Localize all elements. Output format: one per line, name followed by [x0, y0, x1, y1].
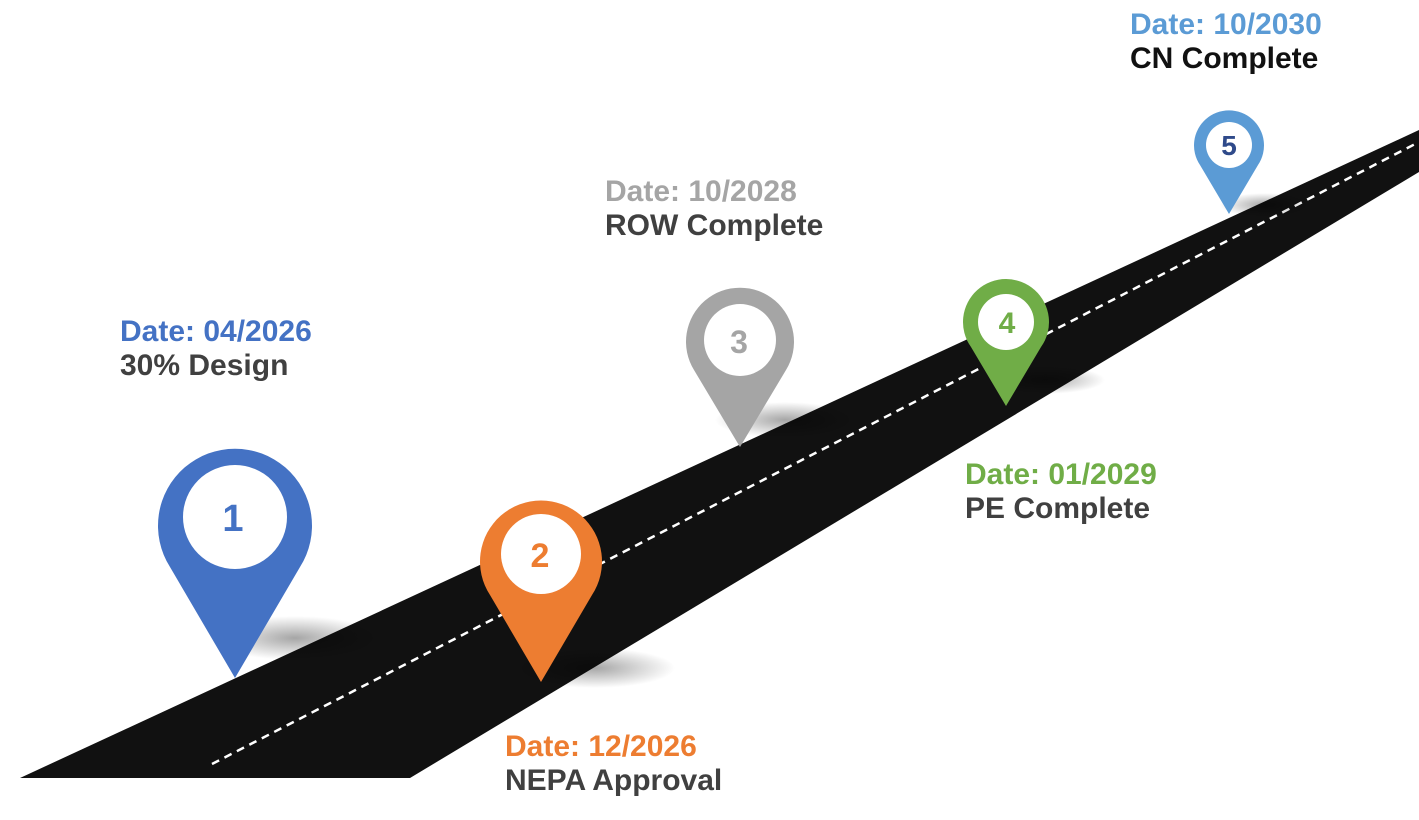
milestone-pin-5: 5: [1193, 110, 1264, 214]
milestone-label-3: Date: 10/2028 ROW Complete: [605, 175, 823, 243]
milestone-name: PE Complete: [965, 492, 1151, 525]
pin-number: 3: [730, 324, 748, 360]
milestone-date: Date: 10/2028: [605, 175, 797, 208]
milestone-date: Date: 12/2026: [505, 730, 697, 763]
pin-number: 5: [1221, 130, 1237, 161]
pin-inner-circle: [978, 294, 1034, 350]
milestone-pin-1: 1: [158, 448, 312, 678]
milestone-date: Date: 10/2030: [1130, 8, 1322, 41]
pin-number: 2: [531, 537, 550, 575]
pin-number: 1: [222, 498, 243, 540]
milestone-pin-2: 2: [480, 500, 602, 682]
pin-inner-circle: [704, 304, 776, 376]
road: [20, 130, 1419, 778]
milestone-name: 30% Design: [120, 349, 289, 382]
pin-number: 4: [999, 307, 1016, 340]
milestone-label-1: Date: 04/2026 30% Design: [120, 315, 312, 383]
milestone-label-2: Date: 12/2026 NEPA Approval: [505, 730, 722, 798]
milestone-label-5: Date: 10/2030 CN Complete: [1130, 8, 1322, 76]
pin-inner-circle: [1206, 122, 1252, 168]
milestone-name: ROW Complete: [605, 209, 824, 242]
pin-inner-circle: [501, 514, 581, 594]
pin-inner-circle: [183, 465, 287, 569]
milestone-date: Date: 01/2029: [965, 458, 1157, 491]
milestone-name: CN Complete: [1130, 42, 1319, 75]
milestone-name: NEPA Approval: [505, 764, 723, 797]
milestone-pin-4: 4: [963, 279, 1049, 406]
milestone-label-4: Date: 01/2029 PE Complete: [965, 458, 1157, 526]
milestone-date: Date: 04/2026: [120, 315, 312, 348]
milestone-pin-3: 3: [686, 287, 795, 447]
road-center-line: [211, 140, 1419, 766]
